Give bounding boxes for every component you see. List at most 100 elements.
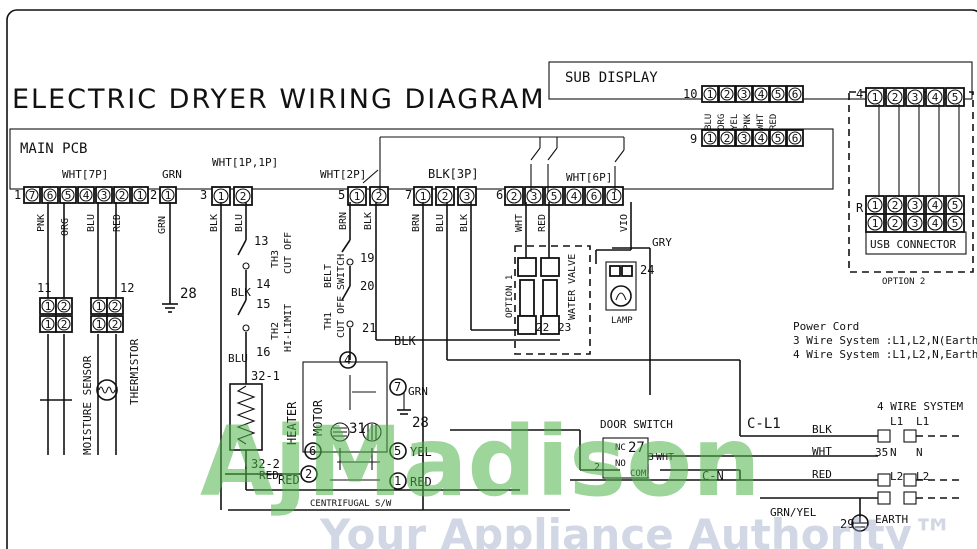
power-row-wht-color: WHT	[812, 445, 832, 458]
ref-24: 24	[640, 263, 654, 277]
ref-32-1: 32-1	[251, 369, 280, 383]
connector-3-label: WHT[1P,1P]	[212, 156, 278, 169]
cR-pin-ring	[927, 197, 943, 213]
th2-pin-1: 1	[96, 318, 103, 331]
c6-pin-ring	[566, 188, 582, 204]
motor-terminal-1: 1	[394, 474, 401, 488]
ms2-pin-2: 2	[61, 318, 68, 331]
c1-pin-6: 6	[47, 189, 54, 202]
motor-red-label: RED	[410, 475, 432, 489]
wire-red: RED	[112, 214, 123, 232]
heater-label: HEATER	[285, 401, 299, 445]
th2-pin-2: 2	[112, 318, 119, 331]
c3-pin-box	[233, 186, 253, 206]
cR-pin-1: 1	[872, 199, 879, 212]
c6-pin-3: 3	[531, 190, 538, 203]
c6-pin-2: 2	[511, 190, 518, 203]
cR2-pin-ring	[867, 215, 883, 231]
c6-pin-box	[564, 186, 584, 206]
cR-pin-ring	[887, 197, 903, 213]
cR2-pin-4: 4	[932, 217, 939, 230]
lamp-label: LAMP	[611, 316, 633, 326]
c1-pin-ring	[25, 188, 39, 202]
sd9-pin-3: 3	[741, 132, 748, 145]
c4-pin-box	[885, 87, 905, 107]
usb-connector-box	[865, 231, 967, 255]
sd10-pin-ring	[771, 87, 785, 101]
wire-c3-blu: BLU	[234, 214, 245, 232]
ref-14: 14	[256, 277, 270, 291]
c6-pin-4: 4	[571, 190, 578, 203]
c1-pin-1: 1	[137, 189, 144, 202]
switch-label: SWITCH	[336, 254, 347, 290]
cR-pin-5: 5	[952, 199, 959, 212]
cR2-pin-ring	[947, 215, 963, 231]
c4-pin-box	[945, 87, 965, 107]
ref-35: 35	[875, 446, 888, 459]
four-wire-title: 4 WIRE SYSTEM	[877, 400, 963, 413]
red-heater-label: RED	[278, 473, 300, 487]
power-row-l1-b: L1	[916, 415, 929, 428]
ref-16: 16	[256, 345, 270, 359]
motor-terminal-7: 7	[394, 380, 401, 394]
cR-pin-3: 3	[912, 199, 919, 212]
connector-7-num: 7	[405, 188, 412, 202]
power-cord-title: Power Cord	[793, 320, 859, 333]
sd9-pin-1: 1	[707, 132, 714, 145]
c7-pin-1: 1	[420, 190, 427, 203]
water-valve: WATER VALVE	[517, 254, 578, 335]
wire-pnk: PNK	[36, 214, 47, 232]
wire-c5-brn: BRN	[338, 212, 349, 230]
sub-wire-red: RED	[769, 114, 779, 130]
ref-23: 23	[558, 321, 571, 334]
connector-4-num: 4	[856, 87, 863, 101]
sd10-pin-4: 4	[758, 88, 765, 101]
blu-heater-label: BLU	[228, 352, 248, 365]
motor-terminals: 4 6 2 7 5 1	[300, 351, 407, 490]
th3-cutoff-label: CUT OFF	[283, 232, 294, 274]
motor-grn-label: GRN	[408, 385, 428, 398]
connector-5-label: WHT[2P]	[320, 168, 366, 181]
motor-terminal-5: 5	[394, 444, 401, 458]
power-row-l2-a: L2	[890, 470, 903, 483]
th2-pin-ring	[92, 317, 106, 331]
c7-pin-box	[457, 186, 477, 206]
c4-pin-ring	[947, 89, 963, 105]
door-pin-2: 2	[594, 462, 600, 473]
c5-pin-ring	[371, 188, 387, 204]
c1-pin-3: 3	[101, 189, 108, 202]
c5-pin-ring	[349, 188, 365, 204]
ref-12: 12	[120, 281, 134, 295]
ms-pin-1: 1	[45, 300, 52, 313]
cR-pin-ring	[947, 197, 963, 213]
motor-terminal-4: 4	[344, 353, 351, 367]
moisture-sensor: MOISTURE SENSOR	[40, 334, 94, 455]
c1-pin-ring	[115, 188, 129, 202]
sub-display-connector-10-num: 10	[683, 87, 697, 101]
sd10-pin-ring	[703, 87, 717, 101]
c3-pin-2: 2	[240, 190, 247, 203]
watermark-tagline: Your Appliance Authority™	[319, 510, 954, 549]
power-row-l2-b: L2	[916, 470, 929, 483]
power-cord-notes: Power Cord 3 Wire System :L1,L2,N(Earth)…	[793, 320, 977, 361]
c6-pin-ring	[506, 188, 522, 204]
power-wires	[570, 360, 878, 523]
usb-connector-label: USB CONNECTOR	[870, 238, 956, 251]
power-cord-line2: 4 Wire System :L1,L2,N,Earth	[793, 348, 977, 361]
th-pin-ring	[92, 299, 106, 313]
connector-3-num: 3	[200, 188, 207, 202]
ms2-pin-ring	[57, 317, 71, 331]
ref-27: 27	[628, 440, 645, 456]
heater-element: HEATER	[229, 383, 299, 451]
blk-heater-label: BLK	[231, 286, 251, 299]
c5-pin-2: 2	[376, 190, 383, 203]
ground-28-left: 28	[162, 286, 197, 313]
door-com-label: COM	[630, 469, 647, 479]
power-row-n-b: N	[916, 446, 923, 459]
earth-ground: 29 EARTH	[840, 513, 908, 532]
c6-pin-ring	[606, 188, 622, 204]
door-nc-label: NC	[615, 443, 626, 453]
